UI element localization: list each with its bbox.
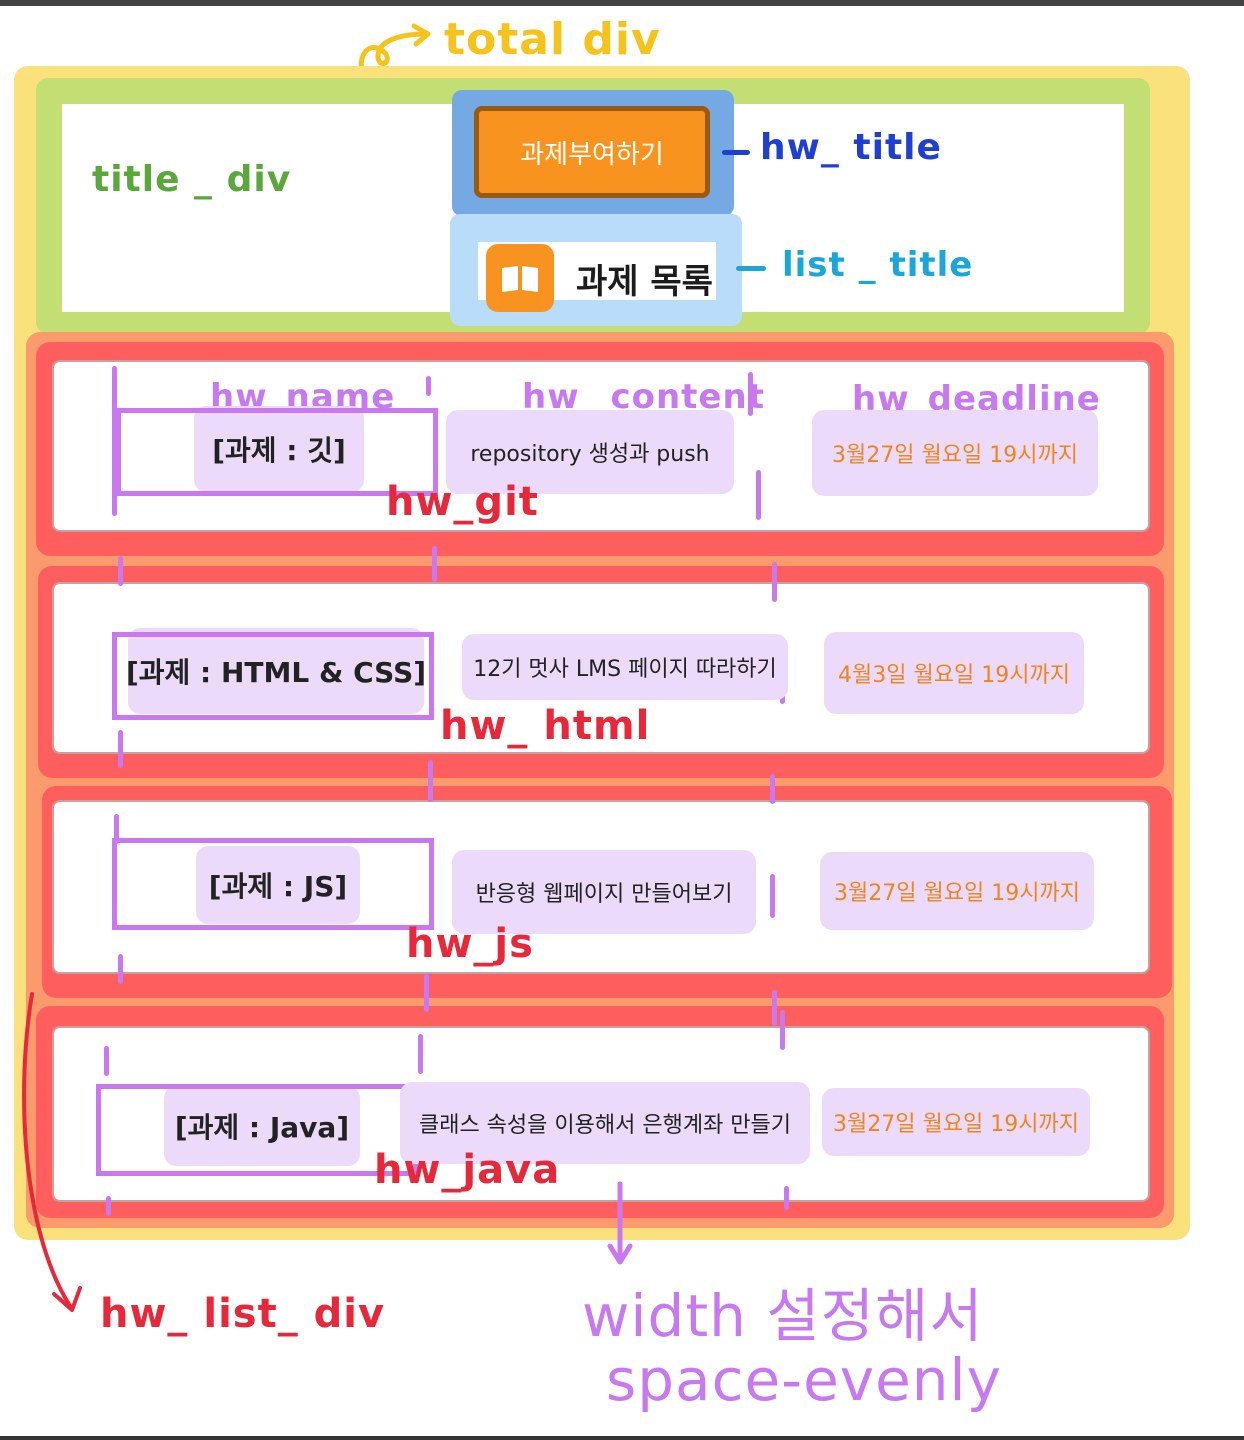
list-title-annotation: list _ title xyxy=(782,245,974,285)
hw-content-cell: 클래스 속성을 이용해서 은행계좌 만들기 xyxy=(400,1082,810,1164)
total-div-annotation: total div xyxy=(444,14,661,65)
column-divider xyxy=(118,556,123,586)
bottom-edge xyxy=(0,1436,1244,1440)
curl-arrow-icon xyxy=(358,23,431,75)
hw-name-outline xyxy=(112,632,434,720)
column-divider xyxy=(432,546,437,582)
column-divider xyxy=(780,1010,785,1050)
hw-name-cell: [과제 : 깃] xyxy=(194,406,364,492)
column-divider xyxy=(772,990,777,1026)
hw-content-cell: 12기 멋사 LMS 페이지 따라하기 xyxy=(462,634,788,700)
hw-title-annotation: hw_ title xyxy=(760,127,942,168)
column-divider xyxy=(106,1196,111,1216)
column-divider xyxy=(104,1046,109,1076)
column-divider xyxy=(784,1186,789,1210)
hw-name-cell: [과제 : Java] xyxy=(164,1086,360,1166)
column-divider xyxy=(426,376,431,396)
column-divider xyxy=(118,730,123,768)
column-divider xyxy=(756,470,761,520)
hw-deadline-cell: 3월27일 월요일 19시까지 xyxy=(820,852,1094,930)
hw-title-button[interactable]: 과제부여하기 xyxy=(474,106,710,198)
top-edge xyxy=(0,0,1244,6)
hw-html-annotation: hw_ html xyxy=(440,703,651,749)
hw-content-cell: repository 생성과 push xyxy=(446,410,734,494)
column-divider xyxy=(428,760,433,802)
hw-list-div-arrow-icon xyxy=(22,992,82,1312)
column-divider xyxy=(770,774,775,804)
column-divider xyxy=(418,1034,423,1074)
hw-deadline-cell: 3월27일 월요일 19시까지 xyxy=(822,1088,1090,1156)
column-divider xyxy=(118,954,123,984)
hw-git-annotation: hw_git xyxy=(386,479,539,525)
hw-title-pointer xyxy=(722,150,750,155)
hw-list-div-annotation: hw_ list_ div xyxy=(100,1291,386,1337)
width-note: width 설정해서 xyxy=(582,1282,984,1350)
hw-name-cell: [과제 : JS] xyxy=(196,846,360,924)
hw-name-outline xyxy=(96,1084,418,1176)
column-divider xyxy=(112,366,117,516)
hw-name-outline xyxy=(116,408,438,496)
down-arrow-icon xyxy=(607,1181,633,1265)
column-divider xyxy=(114,814,119,844)
hw-js-annotation: hw_js xyxy=(406,921,534,967)
hw-content-cell: 반응형 웹페이지 만들어보기 xyxy=(452,850,756,934)
space-evenly-note: space-evenly xyxy=(606,1346,1002,1414)
list-title-pointer xyxy=(736,266,766,271)
hw-deadline-cell: 4월3일 월요일 19시까지 xyxy=(824,632,1084,714)
list-title: 과제 목록 xyxy=(576,262,713,302)
book-icon xyxy=(486,244,554,312)
column-divider xyxy=(748,372,753,416)
column-divider xyxy=(772,562,777,602)
hw-content-annotation: hw_ content xyxy=(522,377,765,417)
hw-name-cell: [과제 : HTML & CSS] xyxy=(126,628,426,714)
hw-java-annotation: hw_java xyxy=(374,1147,561,1193)
hw-name-outline xyxy=(112,838,434,930)
title-div-annotation: title _ div xyxy=(92,159,292,200)
column-divider xyxy=(424,974,429,1012)
column-divider xyxy=(770,874,775,918)
hw-deadline-cell: 3월27일 월요일 19시까지 xyxy=(812,410,1098,496)
